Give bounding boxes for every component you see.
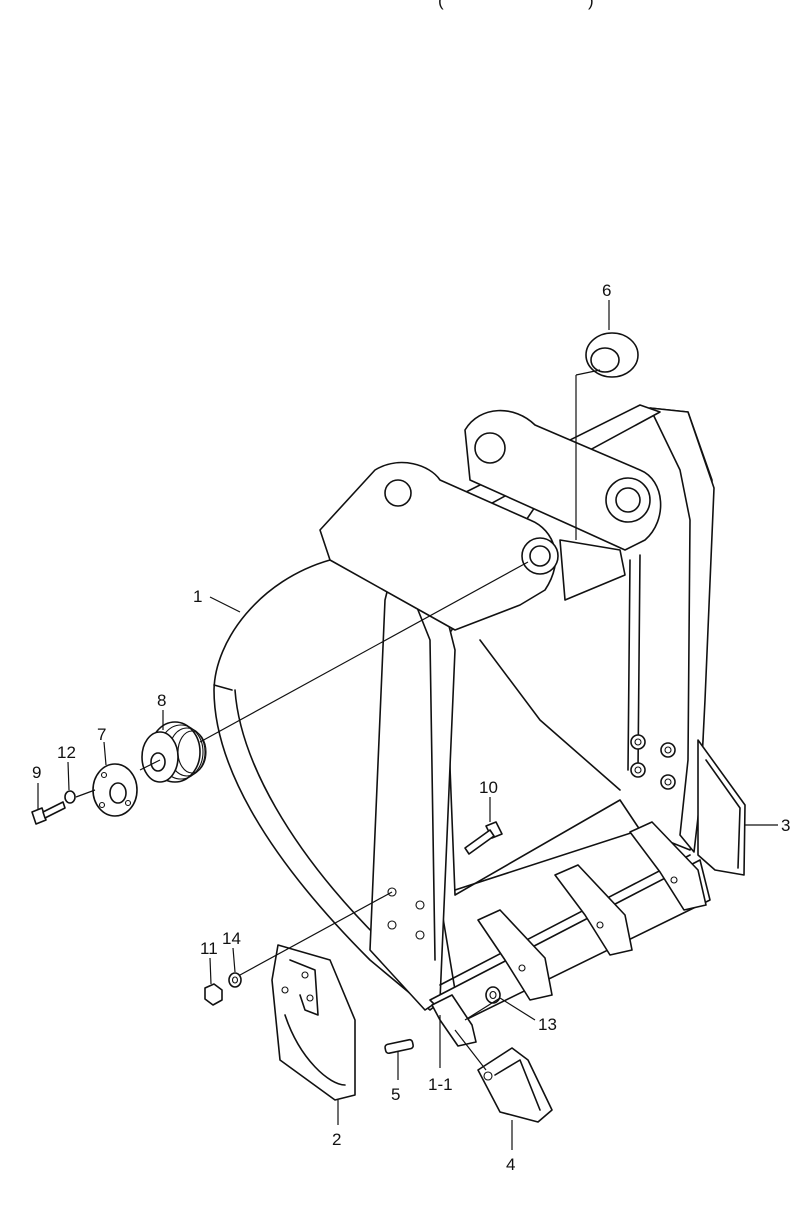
callout-2: 2 (332, 1130, 341, 1149)
callout-7: 7 (97, 725, 106, 744)
callout-10: 10 (479, 778, 498, 797)
title-fragment-open: ( (438, 0, 444, 10)
bolt-10 (464, 821, 503, 855)
callout-4: 4 (506, 1155, 515, 1174)
flange-washer-7 (92, 763, 138, 817)
side-cutter-right (697, 739, 746, 876)
callout-6: 6 (602, 281, 611, 300)
callout-1-1: 1-1 (428, 1075, 453, 1094)
callout-8: 8 (157, 691, 166, 710)
callout-5: 5 (391, 1085, 400, 1104)
callout-labels: 1 1-1 2 3 4 5 6 7 8 9 10 11 12 13 14 (32, 281, 790, 1174)
callout-14: 14 (222, 929, 241, 948)
side-cutter-left (271, 944, 356, 1101)
tooth-point (477, 1047, 553, 1123)
tooth-adapter-3 (629, 821, 707, 911)
side-cutter-bolts (630, 734, 676, 790)
ribbed-boss-8 (141, 721, 207, 783)
bucket-teeth (431, 821, 707, 1047)
bolt-9 (31, 801, 66, 825)
hinge-brackets (319, 409, 662, 631)
left-hinge-bracket (319, 461, 557, 631)
boss-assembly (31, 721, 207, 825)
washer-14 (228, 972, 242, 988)
callout-12: 12 (57, 743, 76, 762)
tooth-pin (384, 1038, 414, 1055)
title-fragment-close: ) (588, 0, 594, 10)
tooth-adapter-1 (477, 909, 553, 1001)
assembly-lines (75, 369, 601, 1071)
washer-12 (64, 790, 76, 804)
callout-11: 11 (200, 939, 218, 958)
callout-9: 9 (32, 763, 41, 782)
washer-13 (485, 986, 501, 1004)
callout-13: 13 (538, 1015, 557, 1034)
nut-11 (204, 983, 223, 1006)
callout-3: 3 (781, 816, 790, 835)
tooth-adapter-2 (554, 864, 633, 956)
bushing-6 (585, 332, 639, 378)
callout-1: 1 (193, 587, 202, 606)
